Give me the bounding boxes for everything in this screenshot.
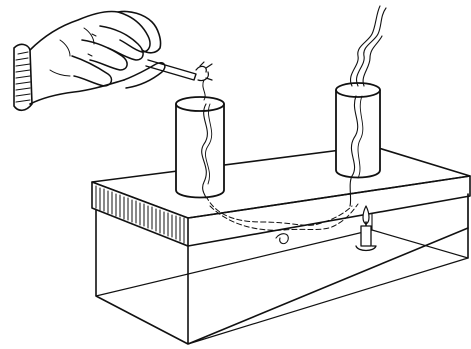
candle-body [361, 226, 371, 246]
glass-box-back-edges [96, 230, 468, 344]
left-chimney-body [176, 104, 224, 198]
taper-glow [196, 62, 212, 81]
lit-taper [146, 60, 212, 100]
box-lid [92, 146, 470, 246]
taper-stick [146, 60, 196, 80]
rising-smoke-strand-3 [363, 36, 382, 86]
candle-holder [356, 246, 376, 251]
left-chimney [176, 97, 224, 198]
rising-smoke [350, 6, 386, 86]
left-chimney-rim [176, 97, 224, 111]
smoke-curl [276, 234, 288, 244]
right-chimney-body [336, 90, 380, 178]
hand [14, 11, 165, 110]
